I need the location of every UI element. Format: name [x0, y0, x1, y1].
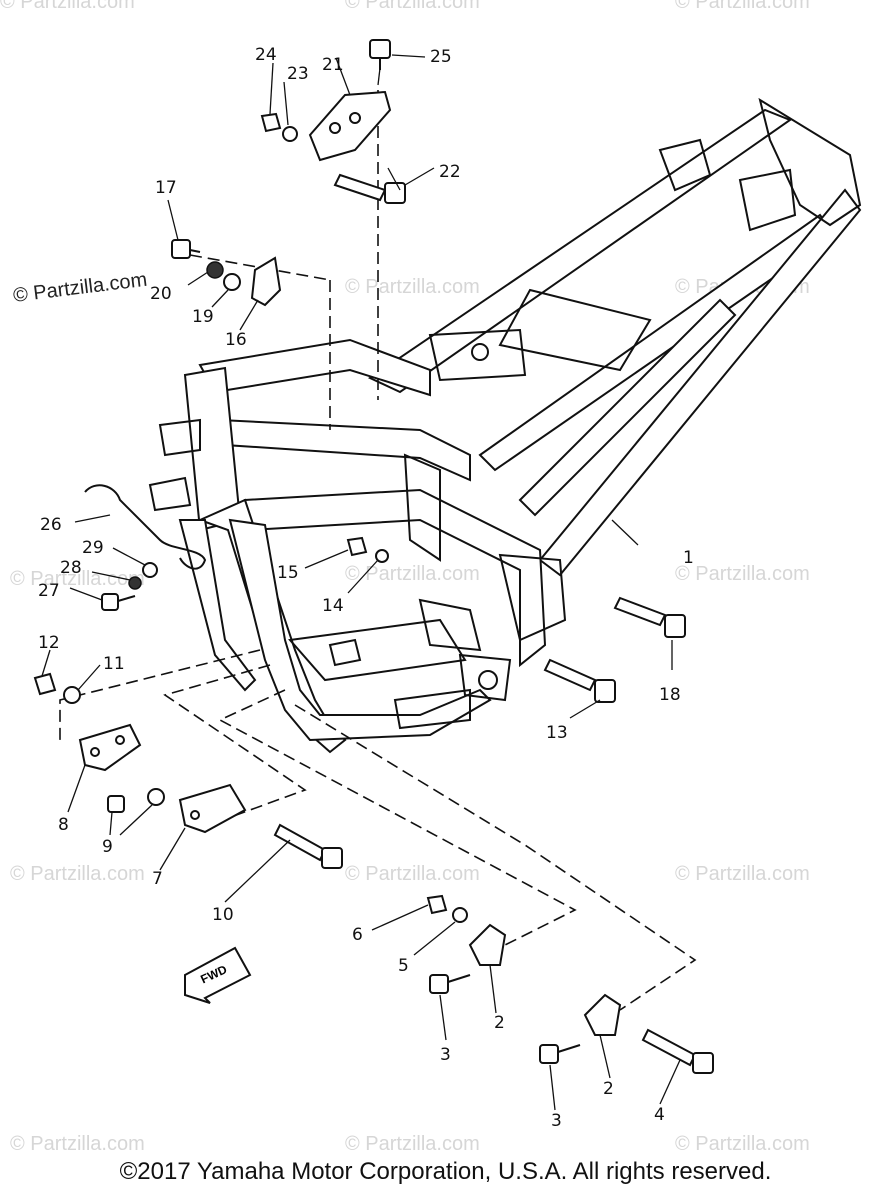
callout-20: 20 — [150, 284, 172, 304]
callout-17: 17 — [155, 178, 177, 198]
callout-18: 18 — [659, 685, 681, 705]
callout-3: 3 — [440, 1045, 451, 1065]
watermark-text: © Partzilla.com — [10, 1133, 145, 1155]
callout-27: 27 — [38, 581, 60, 601]
callout-22: 22 — [439, 162, 461, 182]
watermark-text: © Partzilla.com — [675, 863, 810, 885]
watermark-text: © Partzilla.com — [345, 563, 480, 585]
watermark-text: © Partzilla.com — [345, 276, 480, 298]
callout-21: 21 — [322, 55, 344, 75]
callout-labels: 1 2 2 3 3 4 5 6 7 8 9 10 11 12 13 14 15 … — [38, 45, 694, 1131]
callout-14: 14 — [322, 596, 344, 616]
watermark-text: © Partzilla.com — [12, 269, 148, 307]
watermark-text: © Partzilla.com — [0, 0, 135, 13]
watermark-text: © Partzilla.com — [675, 563, 810, 585]
watermark-text: © Partzilla.com — [345, 863, 480, 885]
callout-5: 5 — [398, 956, 409, 976]
callout-2: 2 — [603, 1079, 614, 1099]
frame-drawing — [148, 97, 862, 754]
callout-leaders — [41, 54, 681, 1111]
callout-1: 1 — [683, 548, 694, 568]
parts — [33, 39, 714, 1074]
callout-13: 13 — [546, 723, 568, 743]
callout-23: 23 — [287, 64, 309, 84]
watermark-text: © Partzilla.com — [675, 0, 810, 13]
callout-8: 8 — [58, 815, 69, 835]
callout-4: 4 — [654, 1105, 665, 1125]
callout-7: 7 — [152, 869, 163, 889]
copyright-notice: ©2017 Yamaha Motor Corporation, U.S.A. A… — [119, 1158, 772, 1185]
watermark-text: © Partzilla.com — [10, 863, 145, 885]
callout-2: 2 — [494, 1013, 505, 1033]
callout-28: 28 — [60, 558, 82, 578]
watermark-text: © Partzilla.com — [345, 0, 480, 13]
watermark-text: © Partzilla.com — [675, 1133, 810, 1155]
callout-19: 19 — [192, 307, 214, 327]
callout-16: 16 — [225, 330, 247, 350]
fwd-arrow-icon: FWD — [184, 946, 252, 1004]
callout-12: 12 — [38, 633, 60, 653]
watermark-text: © Partzilla.com — [10, 568, 145, 590]
callout-9: 9 — [102, 837, 113, 857]
callout-25: 25 — [430, 47, 452, 67]
callout-15: 15 — [277, 563, 299, 583]
assembly-lines — [59, 90, 697, 1011]
callout-3: 3 — [551, 1111, 562, 1131]
callout-29: 29 — [82, 538, 104, 558]
watermark-text: © Partzilla.com — [345, 1133, 480, 1155]
callout-6: 6 — [352, 925, 363, 945]
callout-26: 26 — [40, 515, 62, 535]
callout-24: 24 — [255, 45, 277, 65]
callout-11: 11 — [103, 654, 125, 674]
callout-10: 10 — [212, 905, 234, 925]
